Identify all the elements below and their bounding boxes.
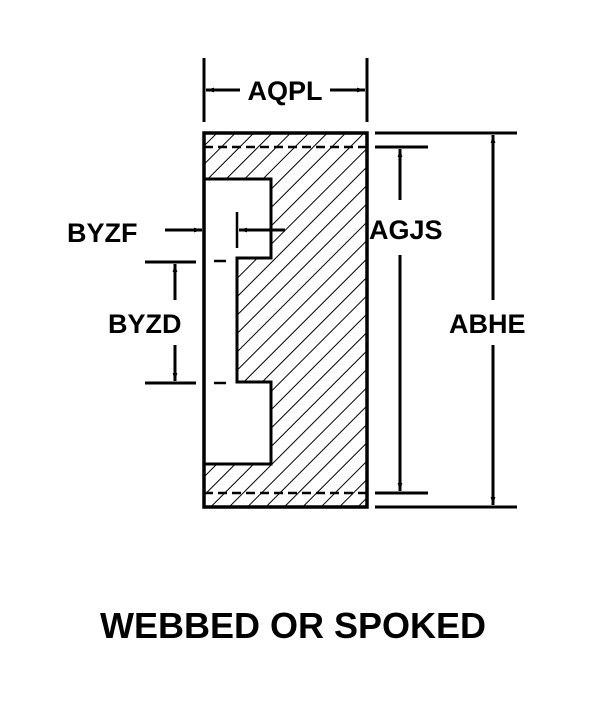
label-abhe: ABHE: [449, 309, 526, 339]
pulley-cross-section: [202, 131, 369, 509]
label-byzd: BYZD: [108, 309, 182, 339]
caption: WEBBED OR SPOKED: [100, 605, 486, 646]
dimension-agjs: AGJS: [369, 145, 443, 495]
dimension-byzd: BYZD: [108, 260, 196, 385]
label-byzf: BYZF: [67, 218, 138, 248]
label-agjs: AGJS: [369, 215, 443, 245]
dimension-byzf: BYZF: [67, 212, 285, 248]
label-aqpl: AQPL: [247, 76, 322, 106]
dimension-abhe: ABHE: [375, 131, 526, 509]
dimension-aqpl: AQPL: [202, 58, 369, 122]
